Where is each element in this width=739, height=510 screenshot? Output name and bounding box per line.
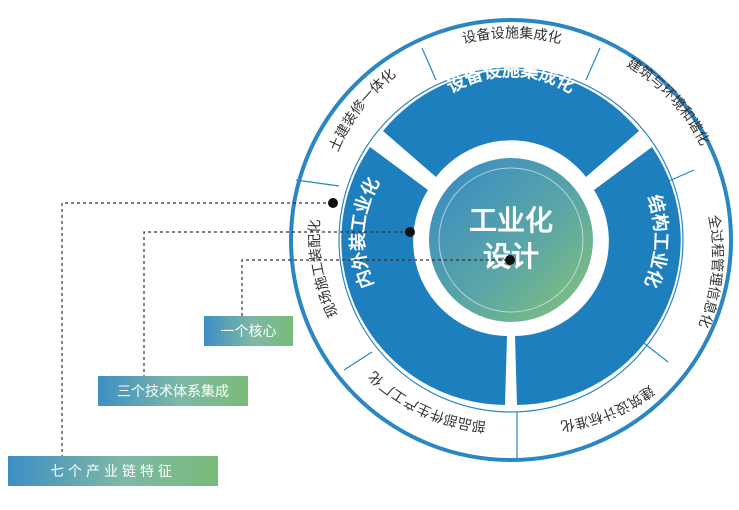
leader-seven-features [61,202,333,458]
legend-seven-features-label: 七个产业链特征 [50,464,176,480]
legend-one-core-label: 一个核心 [220,324,277,340]
dot-systems [405,227,415,237]
center-circle-ring [438,167,584,313]
inner-segment-left [341,147,507,405]
leader-one-core [241,259,510,316]
inner-segment-right [515,147,681,405]
dot-features [328,198,338,208]
legend-seven-features: 七个产业链特征 [8,456,218,486]
legend-one-core: 一个核心 [204,316,293,346]
inner-segment-top [383,70,639,177]
leader-three-systems [143,231,410,378]
legend-three-systems-label: 三个技术体系集成 [117,384,229,400]
outer-ring-dividers [295,47,695,458]
center-title-line1: 工业化 [469,204,553,237]
outer-label-equipment: 设备设施集成化 [461,25,563,48]
legend-three-systems: 三个技术体系集成 [98,376,248,406]
leader-dots [328,198,515,265]
dot-core [505,255,515,265]
inner-ring [341,70,681,405]
leader-lines [61,202,510,458]
center-circle [429,158,593,322]
